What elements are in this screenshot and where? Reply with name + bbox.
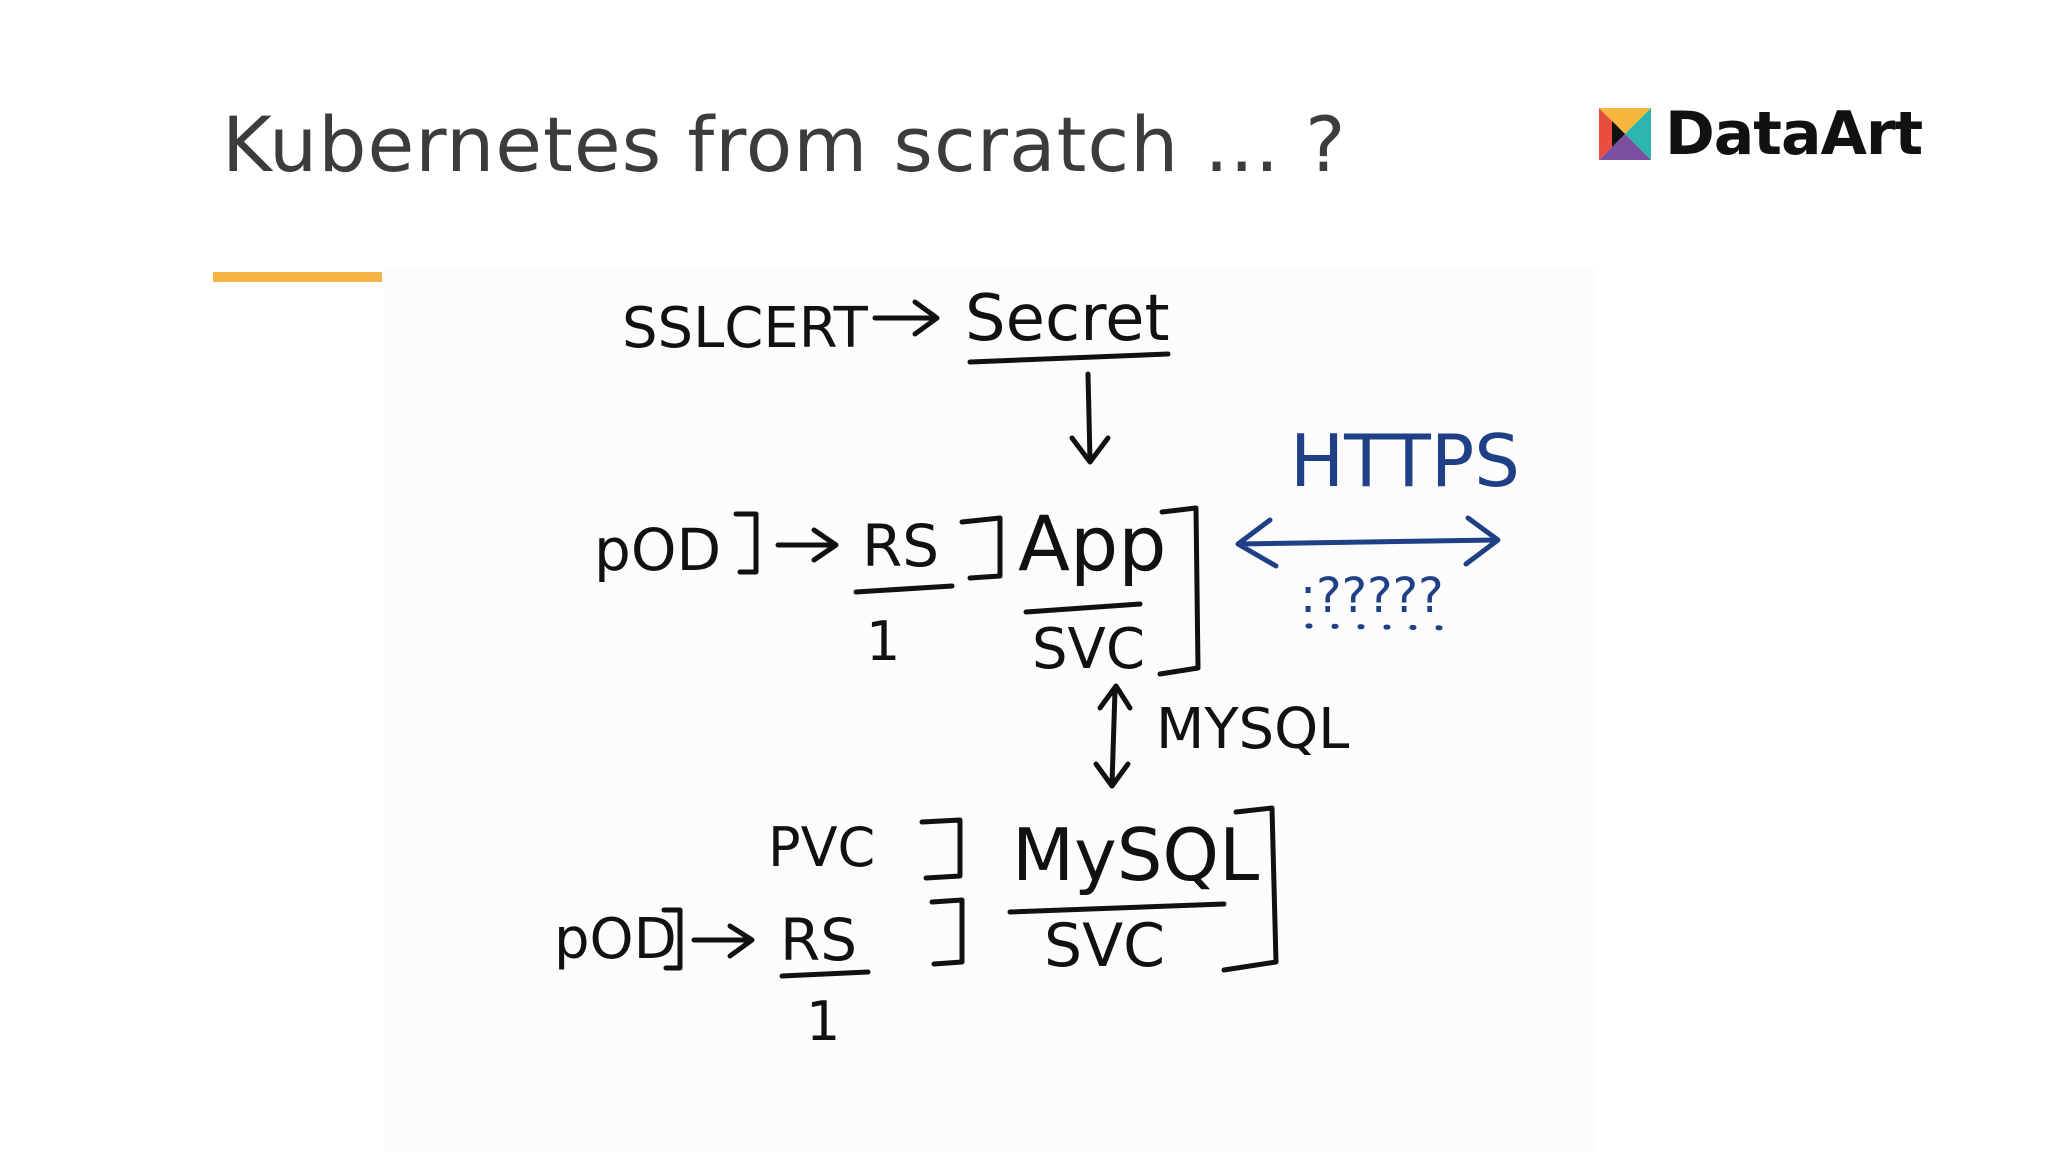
bracket-app-rs (959, 515, 1003, 581)
label-db-rs: RS (780, 906, 857, 974)
dataart-logo-mark-icon (1599, 108, 1651, 160)
label-app-pod: pOD (594, 516, 721, 584)
label-app-rs-count: 1 (866, 610, 900, 673)
bracket-db-rs (929, 897, 965, 967)
dataart-logo: DataArt (1599, 99, 1923, 169)
label-db-pod: pOD (554, 907, 677, 972)
bracket-db-pvc (919, 817, 963, 881)
divider-mysql-svc (1007, 901, 1227, 915)
bracket-db-pod (661, 907, 683, 971)
label-mysql: MySQL (1012, 813, 1259, 897)
label-sslcert: SSLCERT (622, 296, 869, 361)
underline-app-rs (853, 583, 955, 595)
label-app: App (1018, 499, 1166, 588)
label-https: HTTPS (1290, 419, 1520, 503)
label-app-svc: SVC (1032, 617, 1145, 682)
underline-secret (967, 351, 1171, 365)
label-secret: Secret (965, 282, 1170, 356)
label-mysql-link: MYSQL (1156, 697, 1349, 762)
bracket-app-service (1157, 505, 1201, 677)
divider-app-svc (1023, 601, 1143, 615)
arrow-app-mysql-bidirectional (1093, 683, 1133, 789)
whiteboard-sketch (384, 268, 1594, 1152)
label-app-rs: RS (862, 512, 939, 580)
dataart-logo-text: DataArt (1665, 99, 1923, 169)
label-db-svc: SVC (1044, 911, 1165, 981)
arrow-app-pod-to-rs (775, 527, 839, 563)
slide-title: Kubernetes from scratch ... ? (222, 100, 1347, 189)
arrow-sslcert-to-secret (872, 299, 940, 337)
label-db-rs-count: 1 (806, 990, 840, 1053)
label-port-unknown: :????? (1300, 568, 1444, 624)
bracket-db-service (1221, 805, 1279, 973)
accent-rule (213, 272, 382, 282)
underline-db-rs (779, 969, 871, 979)
label-db-pvc: PVC (768, 816, 875, 879)
bracket-app-pod (733, 511, 759, 575)
arrow-secret-to-app (1069, 371, 1111, 465)
dotted-underline-port (1305, 623, 1455, 631)
arrow-https-bidirectional (1235, 515, 1501, 569)
arrow-db-pod-to-rs (691, 923, 755, 959)
